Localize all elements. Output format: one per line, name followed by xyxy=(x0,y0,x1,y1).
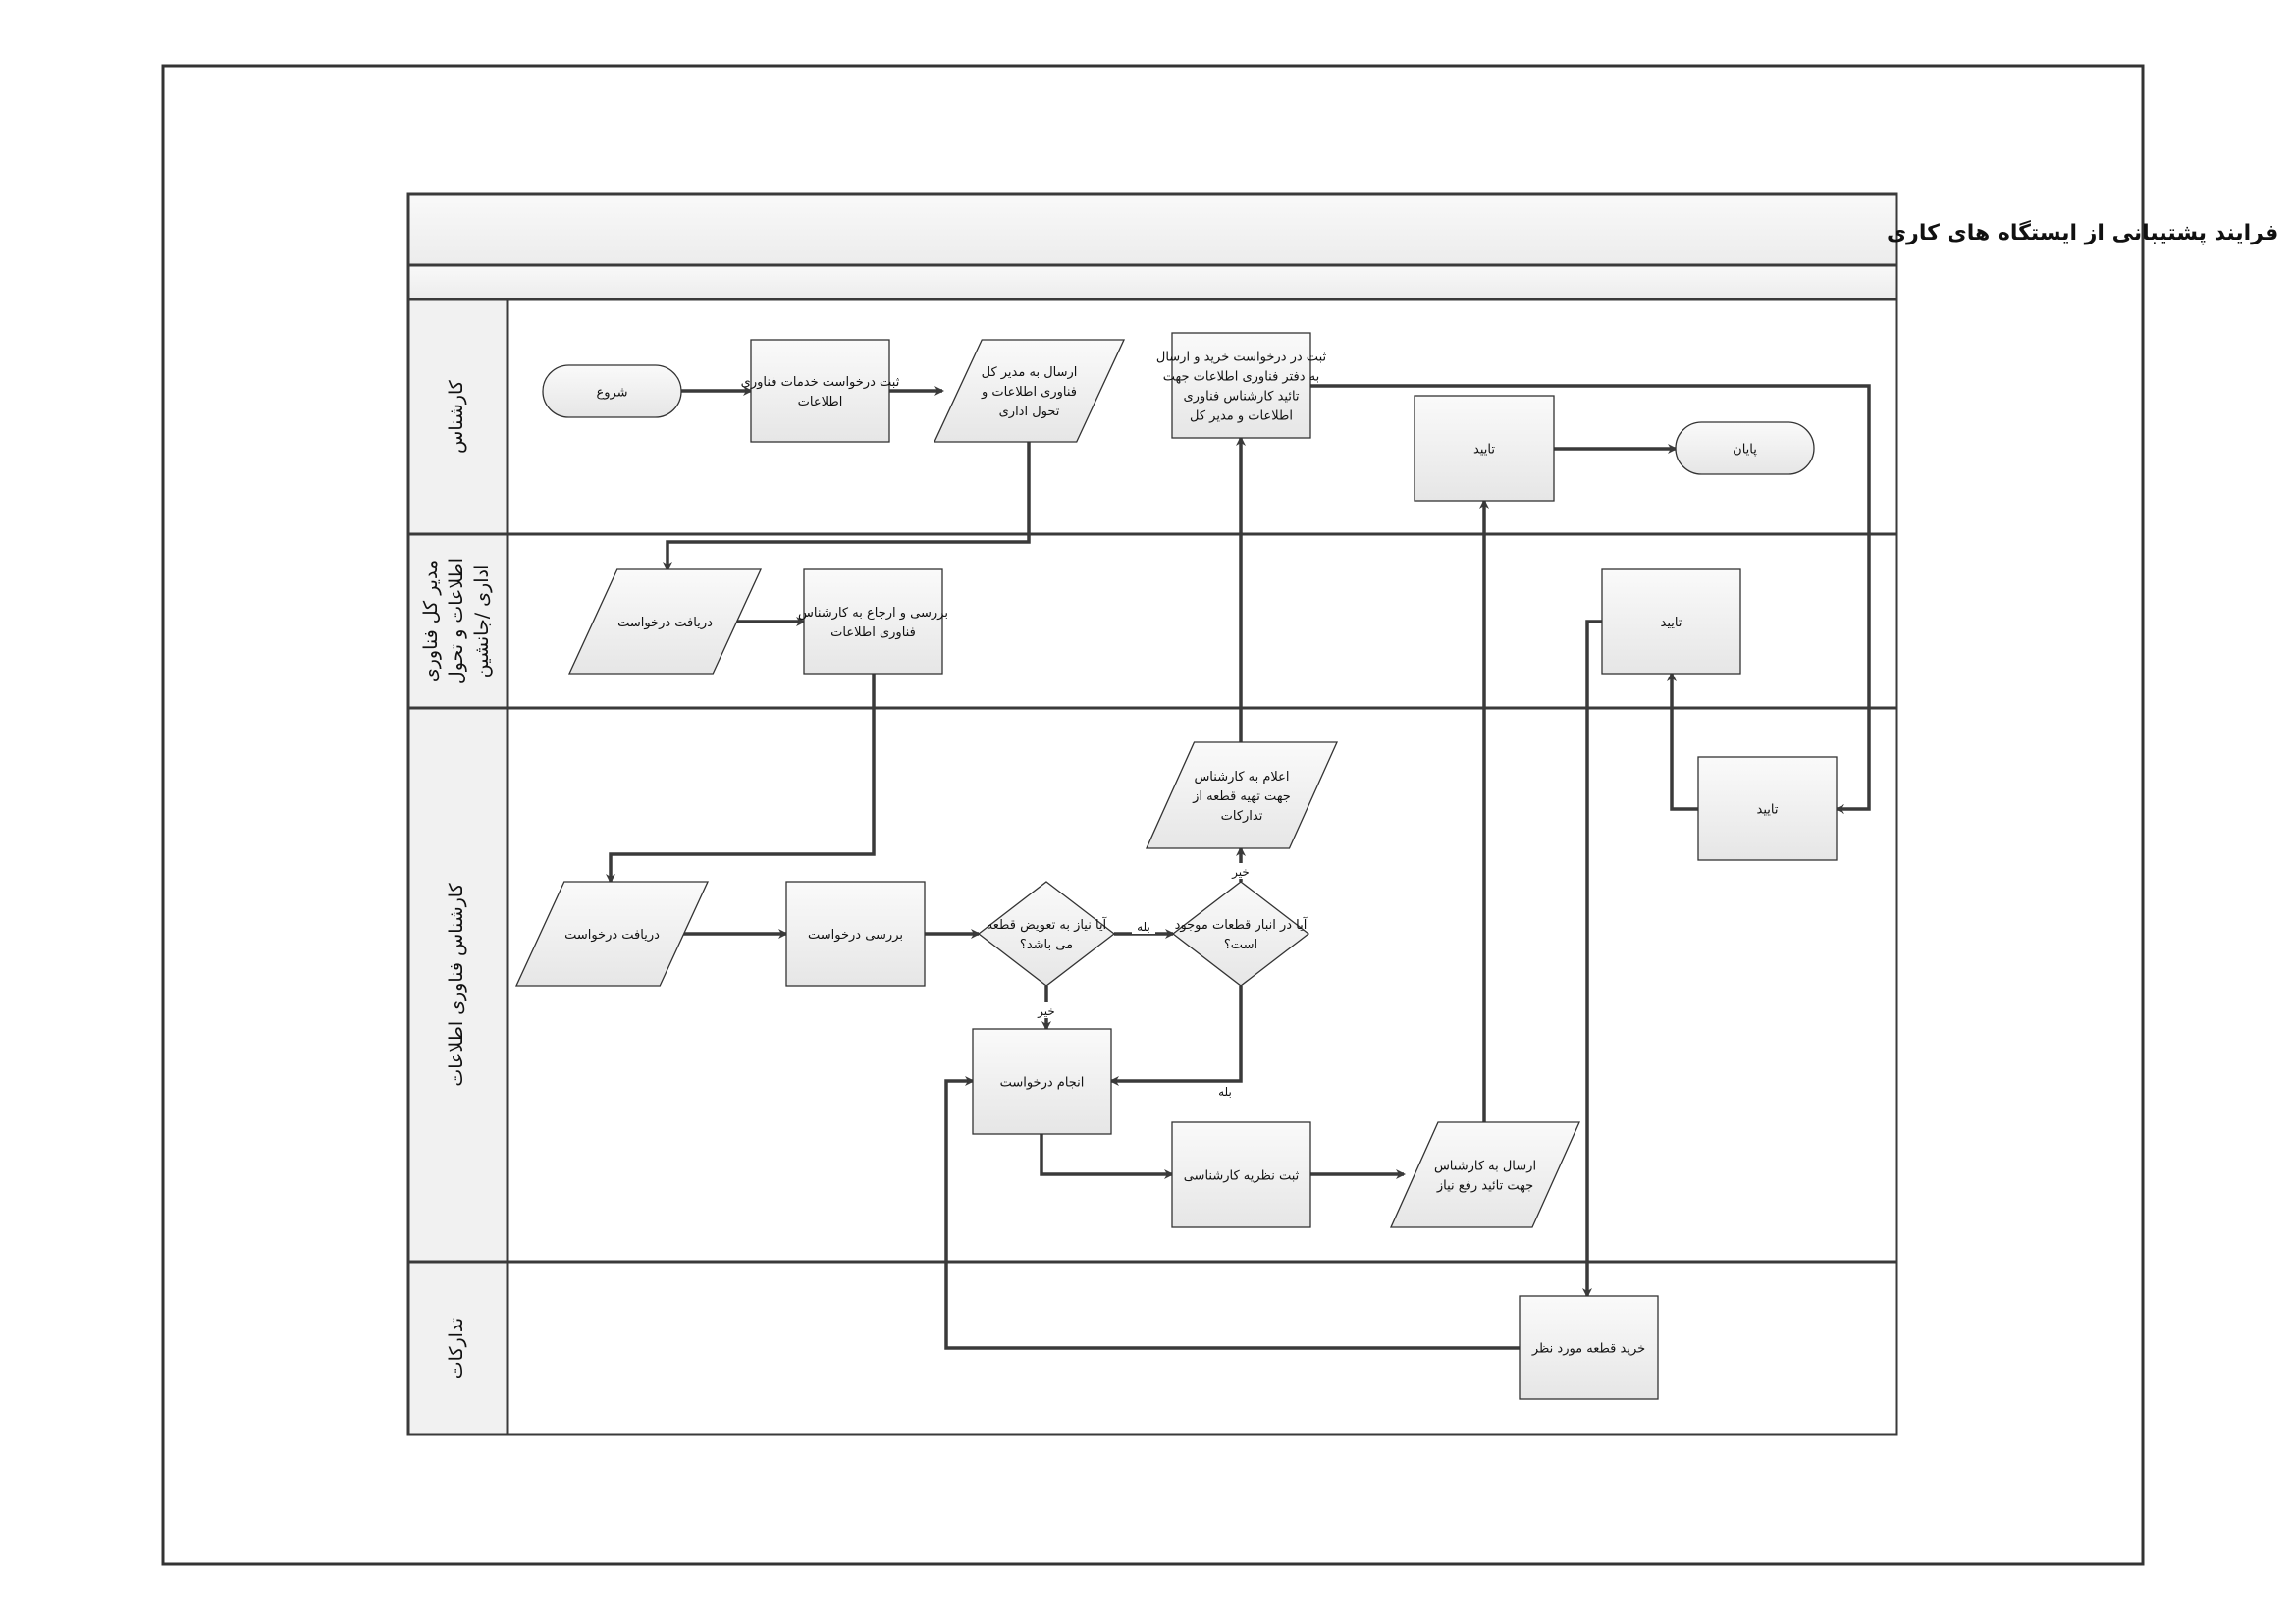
process-shape xyxy=(972,1028,1112,1135)
edge-manager-approve-to-buy xyxy=(1582,620,1602,1298)
node-label: ثبت نظریه کارشناسی xyxy=(1184,1169,1300,1184)
edge-send-to-manager-receive xyxy=(663,442,1031,571)
edge-label-no: خیر xyxy=(1231,865,1250,880)
node-do-request[interactable]: انجام درخواست xyxy=(972,1028,1112,1135)
edge-label-yes: بله xyxy=(1218,1085,1232,1099)
io-shape xyxy=(933,339,1126,443)
node-start[interactable]: شروع xyxy=(542,364,682,418)
edge-manager-review-to-it-receive xyxy=(606,674,876,884)
io-shape xyxy=(1389,1121,1581,1228)
process-shape xyxy=(1697,756,1838,861)
process-shape xyxy=(1519,1295,1659,1400)
process-shape xyxy=(750,339,890,443)
node-approve-expert[interactable]: تایید xyxy=(1414,395,1555,502)
diagram-title: فرایند پشتیبانی از ایستگاه های کاری xyxy=(1887,219,2278,245)
node-it-approve[interactable]: تایید xyxy=(1697,756,1838,861)
process-shape xyxy=(803,568,943,675)
sub-band xyxy=(406,263,1898,301)
terminator-shape xyxy=(542,364,682,418)
node-label: انجام درخواست xyxy=(1000,1076,1085,1091)
io-shape xyxy=(567,568,763,675)
node-label: پایان xyxy=(1733,443,1757,458)
node-end[interactable]: پایان xyxy=(1675,421,1815,475)
node-label: تایید xyxy=(1473,443,1495,458)
lane-expert: کارشناس xyxy=(408,379,1896,536)
node-it-receive[interactable]: دریافت درخواست xyxy=(514,881,710,987)
process-shape xyxy=(1414,395,1555,502)
decision-shape xyxy=(977,881,1116,987)
process-shape xyxy=(1171,332,1311,439)
edge-register-purchase-to-it-approve xyxy=(1310,384,1871,814)
process-shape xyxy=(1171,1121,1311,1228)
title-band xyxy=(406,192,1898,267)
node-it-review[interactable]: بررسی درخواست xyxy=(785,881,926,987)
node-manager-receive[interactable]: دریافت درخواست xyxy=(567,568,763,675)
io-shape xyxy=(1145,741,1339,849)
decision-shape xyxy=(1171,881,1310,987)
node-label: بررسی درخواست xyxy=(808,928,903,943)
node-label: شروع xyxy=(596,386,627,401)
node-label: تایید xyxy=(1757,803,1779,818)
edge-buy-to-do-request xyxy=(944,1076,1520,1350)
edge-do-request-to-opinion xyxy=(1040,1134,1174,1179)
io-shape xyxy=(514,881,710,987)
lane-label: کارشناس xyxy=(446,379,467,454)
page-frame xyxy=(161,64,2145,1566)
node-buy-part[interactable]: خرید قطعه مورد نظر xyxy=(1519,1295,1659,1400)
process-shape xyxy=(785,881,926,987)
node-label: دریافت درخواست xyxy=(564,928,660,943)
node-manager-approve[interactable]: تایید xyxy=(1601,568,1741,675)
node-label: خرید قطعه مورد نظر xyxy=(1531,1342,1645,1357)
edge-label-yes: بله xyxy=(1137,920,1150,934)
lane-header-column xyxy=(406,298,509,1436)
edge-label-no: خیر xyxy=(1037,1004,1055,1019)
node-label: تایید xyxy=(1661,616,1682,630)
lane-it: کارشناس فناوری اطلاعات xyxy=(408,882,1896,1264)
terminator-shape xyxy=(1675,421,1815,475)
lane-procurement: تدارکات xyxy=(446,1318,467,1379)
edge-it-approve-to-manager-approve xyxy=(1667,672,1698,811)
pool: فرایند پشتیبانی از ایستگاه های کاری xyxy=(406,192,2278,1436)
process-shape xyxy=(1601,568,1741,675)
edge-in-stock-yes xyxy=(1109,986,1243,1086)
lane-label: تدارکات xyxy=(446,1318,467,1379)
node-label: دریافت درخواست xyxy=(617,616,713,630)
node-expert-opinion[interactable]: ثبت نظریه کارشناسی xyxy=(1171,1121,1311,1228)
lane-label: کارشناس فناوری اطلاعات xyxy=(446,882,467,1086)
